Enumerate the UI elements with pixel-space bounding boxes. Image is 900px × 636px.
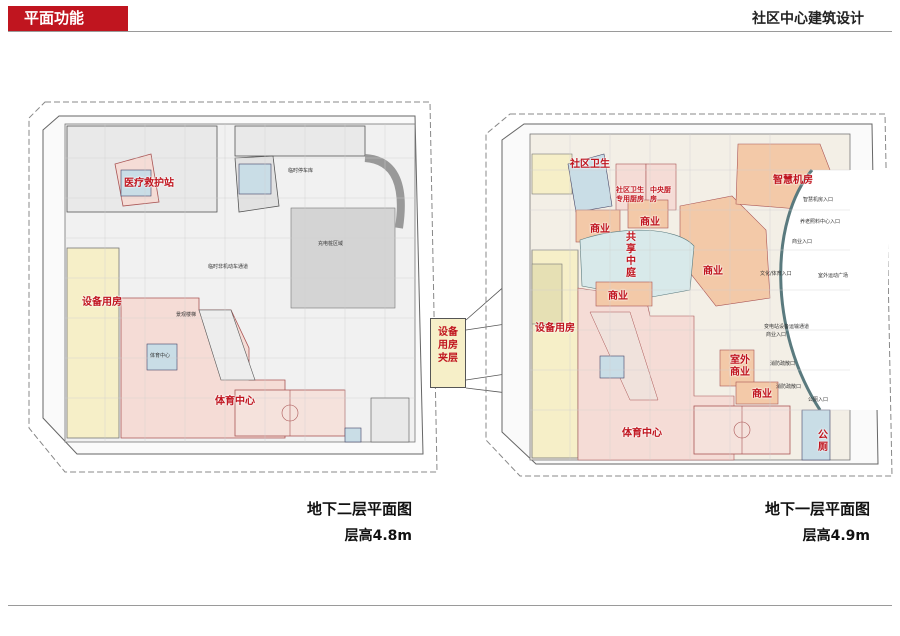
b1-floor-plan (485, 113, 893, 477)
b1-public-toilet-label: 公厕 (818, 430, 828, 453)
b1-health-kitchen-label: 社区卫生专用厨房 (616, 186, 644, 203)
b1-commerce-label-2: 商业 (640, 217, 660, 228)
b1-health-label: 社区卫生 (570, 159, 610, 170)
b1-outdoor-commerce-label: 室外商业 (730, 355, 750, 378)
b1-central-kitchen-label: 中央厨房 (650, 186, 671, 203)
b1-floor-height: 层高4.9m (802, 528, 870, 544)
b2-sports-small-label: 体育中心 (150, 353, 171, 359)
b2-plan-title: 地下二层平面图 (306, 500, 412, 518)
b1-entry-7: 商业入口 (766, 332, 787, 338)
b2-charging-label: 充电桩区域 (318, 241, 344, 247)
b1-caption: 地下一层平面图 层高4.9m (738, 498, 870, 545)
b2-medical-label: 医疗救护站 (124, 178, 174, 189)
b1-commerce-label-6: 商业 (752, 389, 772, 400)
document-title: 社区中心建筑设计 (752, 11, 864, 27)
b1-entry-4: 文化/体育入口 (760, 271, 792, 277)
b1-sports-label: 体育中心 (622, 428, 662, 439)
b2-equipment-label: 设备用房 (82, 297, 122, 308)
b1-equipment-label: 设备用房 (535, 323, 575, 334)
b2-caption: 地下二层平面图 层高4.8m (282, 498, 412, 545)
b1-entry-3: 商业入口 (792, 239, 813, 245)
header-divider (8, 31, 892, 32)
b1-entry-8: 消防疏散口 (770, 361, 796, 367)
footer-divider (8, 605, 892, 606)
b2-floor-plan (28, 101, 438, 473)
b2-garage-label: 临时停车库 (288, 168, 314, 174)
b1-entry-2: 养老照料中心入口 (800, 219, 841, 225)
mezzanine-note: 设备 用房 夹层 (430, 318, 466, 388)
b1-commerce-label-3: 商业 (703, 266, 723, 277)
b1-entry-6: 变电站设备运输通道 (764, 324, 810, 330)
section-tab: 平面功能 (8, 6, 128, 31)
b2-stair-label: 景观楼梯 (176, 312, 197, 318)
b1-entry-10: 公厕入口 (808, 397, 829, 403)
b1-commerce-label-4: 商业 (608, 291, 628, 302)
b1-plan-title: 地下一层平面图 (764, 500, 870, 518)
b1-entry-5: 室外运动广场 (818, 273, 849, 279)
b2-floor-height: 层高4.8m (344, 528, 412, 544)
b1-smart-room-label: 智慧机房 (773, 175, 813, 186)
b1-commerce-label-1: 商业 (590, 224, 610, 235)
b2-sports-label: 体育中心 (215, 396, 255, 407)
b2-lane-label: 临时非机动车通道 (208, 264, 249, 270)
b1-entry-9: 消防疏散口 (776, 384, 802, 390)
b1-atrium-label: 共享中庭 (626, 232, 636, 279)
b1-entry-1: 智慧机房入口 (803, 197, 834, 203)
